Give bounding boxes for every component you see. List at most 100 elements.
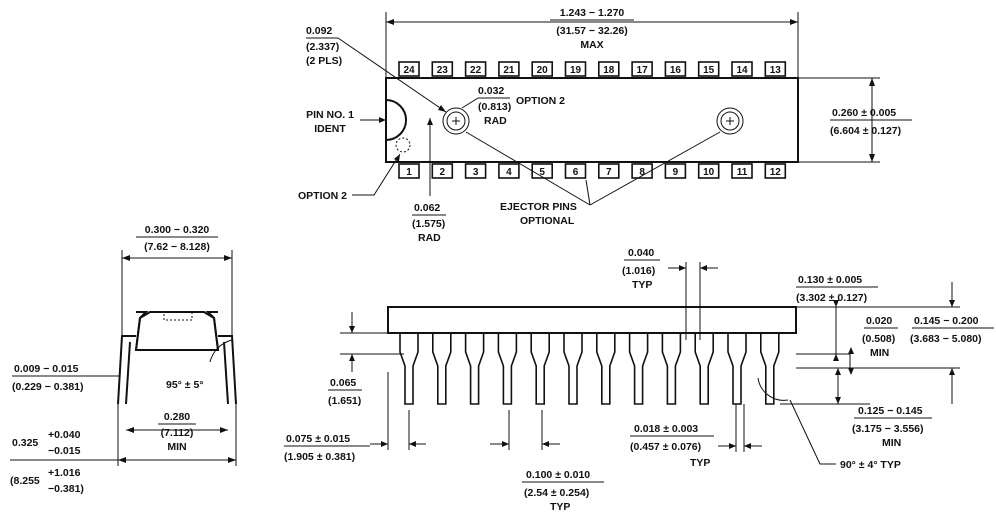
end-lead-mm: (1.905 ± 0.381) (284, 451, 355, 463)
pin-label: 4 (506, 167, 512, 178)
spread-plus: +0.040 (48, 429, 81, 441)
option2-bottom-label: OPTION 2 (298, 190, 347, 202)
pin-tab-16: 16 (664, 61, 687, 77)
ejector-dia-pls: (2 PLS) (306, 55, 342, 67)
side-body (387, 306, 797, 334)
body-height-mm: (3.302 ± 0.127) (796, 292, 867, 304)
ejector-dia: 0.092 (306, 25, 332, 37)
pin-label: 14 (736, 65, 748, 76)
pin1-ident-2: IDENT (314, 123, 346, 135)
option2-rad-mm: (0.813) (478, 101, 511, 113)
spread-mm-plus: +1.016 (48, 467, 81, 479)
lead-length-min: MIN (882, 437, 901, 449)
row-spacing-mm: (7.112) (161, 427, 194, 439)
seat-min-label: MIN (870, 347, 889, 359)
side-lead (563, 333, 583, 405)
pin-tab-5: 5 (531, 163, 554, 179)
pin-label: 22 (470, 65, 482, 76)
pin-tab-9: 9 (664, 163, 687, 179)
lead-width-top: 0.040 (628, 247, 654, 259)
pin-tab-24: 24 (398, 61, 420, 77)
seat-min-mm: (0.508) (862, 333, 895, 345)
ejector-dia-mm: (2.337) (306, 41, 339, 53)
lead-thk-mm: (0.229 − 0.381) (12, 381, 84, 393)
body-height: 0.130 ± 0.005 (798, 274, 862, 286)
pin-tab-2: 2 (431, 163, 454, 179)
row-spacing-min: MIN (167, 441, 186, 453)
end-width: 0.300 − 0.320 (145, 224, 210, 236)
end-angle: 95° ± 5° (166, 379, 204, 391)
pin-label: 18 (603, 65, 615, 76)
pin-label: 1 (406, 167, 412, 178)
side-lead (694, 333, 714, 405)
pin-label: 24 (403, 65, 415, 76)
pitch: 0.100 ± 0.010 (526, 469, 590, 481)
pin-tab-11: 11 (731, 163, 753, 179)
pin-tab-10: 10 (697, 163, 720, 179)
side-lead (399, 333, 419, 405)
side-lead (727, 333, 747, 405)
side-lead (661, 333, 682, 405)
pin-label: 19 (570, 65, 582, 76)
pin-label: 13 (770, 65, 782, 76)
pin-tab-19: 19 (564, 61, 587, 77)
pin-tab-13: 13 (764, 61, 787, 77)
shoulder-mm: (1.651) (328, 395, 361, 407)
pin-label: 7 (606, 167, 612, 178)
side-view: 0.040 (1.016) TYP 0.130 ± 0.005 (3.302 ±… (284, 247, 994, 513)
spread-mm-minus: −0.381) (48, 483, 84, 495)
pin-label: 9 (673, 167, 679, 178)
pin-label: 17 (637, 65, 649, 76)
pin-label: 2 (440, 167, 446, 178)
end-width-mm: (7.62 − 8.128) (144, 241, 210, 253)
pin-tab-22: 22 (464, 61, 487, 77)
length-max: MAX (580, 39, 603, 51)
spread-mm: (8.255 (10, 475, 40, 487)
pin-label: 21 (503, 65, 515, 76)
pin-tab-1: 1 (398, 163, 420, 179)
end-lead: 0.075 ± 0.015 (286, 433, 350, 445)
side-lead-row (399, 333, 780, 405)
row-spacing: 0.280 (164, 411, 190, 423)
body-width: 0.260 ± 0.005 (832, 107, 896, 119)
overall-height: 0.145 − 0.200 (914, 315, 979, 327)
pin1-notch (385, 99, 407, 141)
pin-tab-7: 7 (597, 163, 620, 179)
pin-label: 20 (537, 65, 549, 76)
spread: 0.325 (12, 437, 38, 449)
lead-length: 0.125 − 0.145 (858, 405, 923, 417)
side-lead (596, 333, 616, 405)
side-lead (760, 333, 780, 405)
seat-min: 0.020 (866, 315, 892, 327)
pin-label: 16 (670, 65, 682, 76)
side-lead (464, 333, 485, 405)
lead-width-mm: (0.457 ± 0.076) (630, 441, 701, 453)
pin1-ident: PIN NO. 1 (306, 109, 354, 121)
ejector-pins-label: EJECTOR PINS (500, 201, 577, 213)
pitch-mm: (2.54 ± 0.254) (524, 487, 589, 499)
pin-tab-12: 12 (764, 163, 787, 179)
length-dim: 1.243 − 1.270 (560, 7, 625, 19)
overall-height-mm: (3.683 − 5.080) (910, 333, 982, 345)
end-view: 0.300 − 0.320 (7.62 − 8.128) 95° ± 5° 0.… (10, 224, 237, 495)
pin-tab-4: 4 (498, 163, 520, 179)
pin-tab-6: 6 (564, 163, 587, 179)
lead-length-mm: (3.175 − 3.556) (852, 423, 924, 435)
pitch-typ: TYP (550, 501, 570, 513)
body-width-mm: (6.604 ± 0.127) (830, 125, 901, 137)
lead-width-typ: TYP (690, 457, 710, 469)
ejector-pin-left (442, 107, 470, 135)
notch-rad-label: RAD (418, 232, 441, 244)
pin-tab-17: 17 (631, 61, 653, 77)
pin-tab-8: 8 (631, 163, 653, 179)
side-lead (628, 333, 649, 405)
pin-tab-21: 21 (498, 61, 520, 77)
side-lead (497, 333, 518, 405)
option2-rad-label: RAD (484, 115, 507, 127)
notch-rad: 0.062 (414, 202, 440, 214)
pin-label: 5 (539, 167, 545, 178)
end-lead-right (218, 335, 237, 405)
